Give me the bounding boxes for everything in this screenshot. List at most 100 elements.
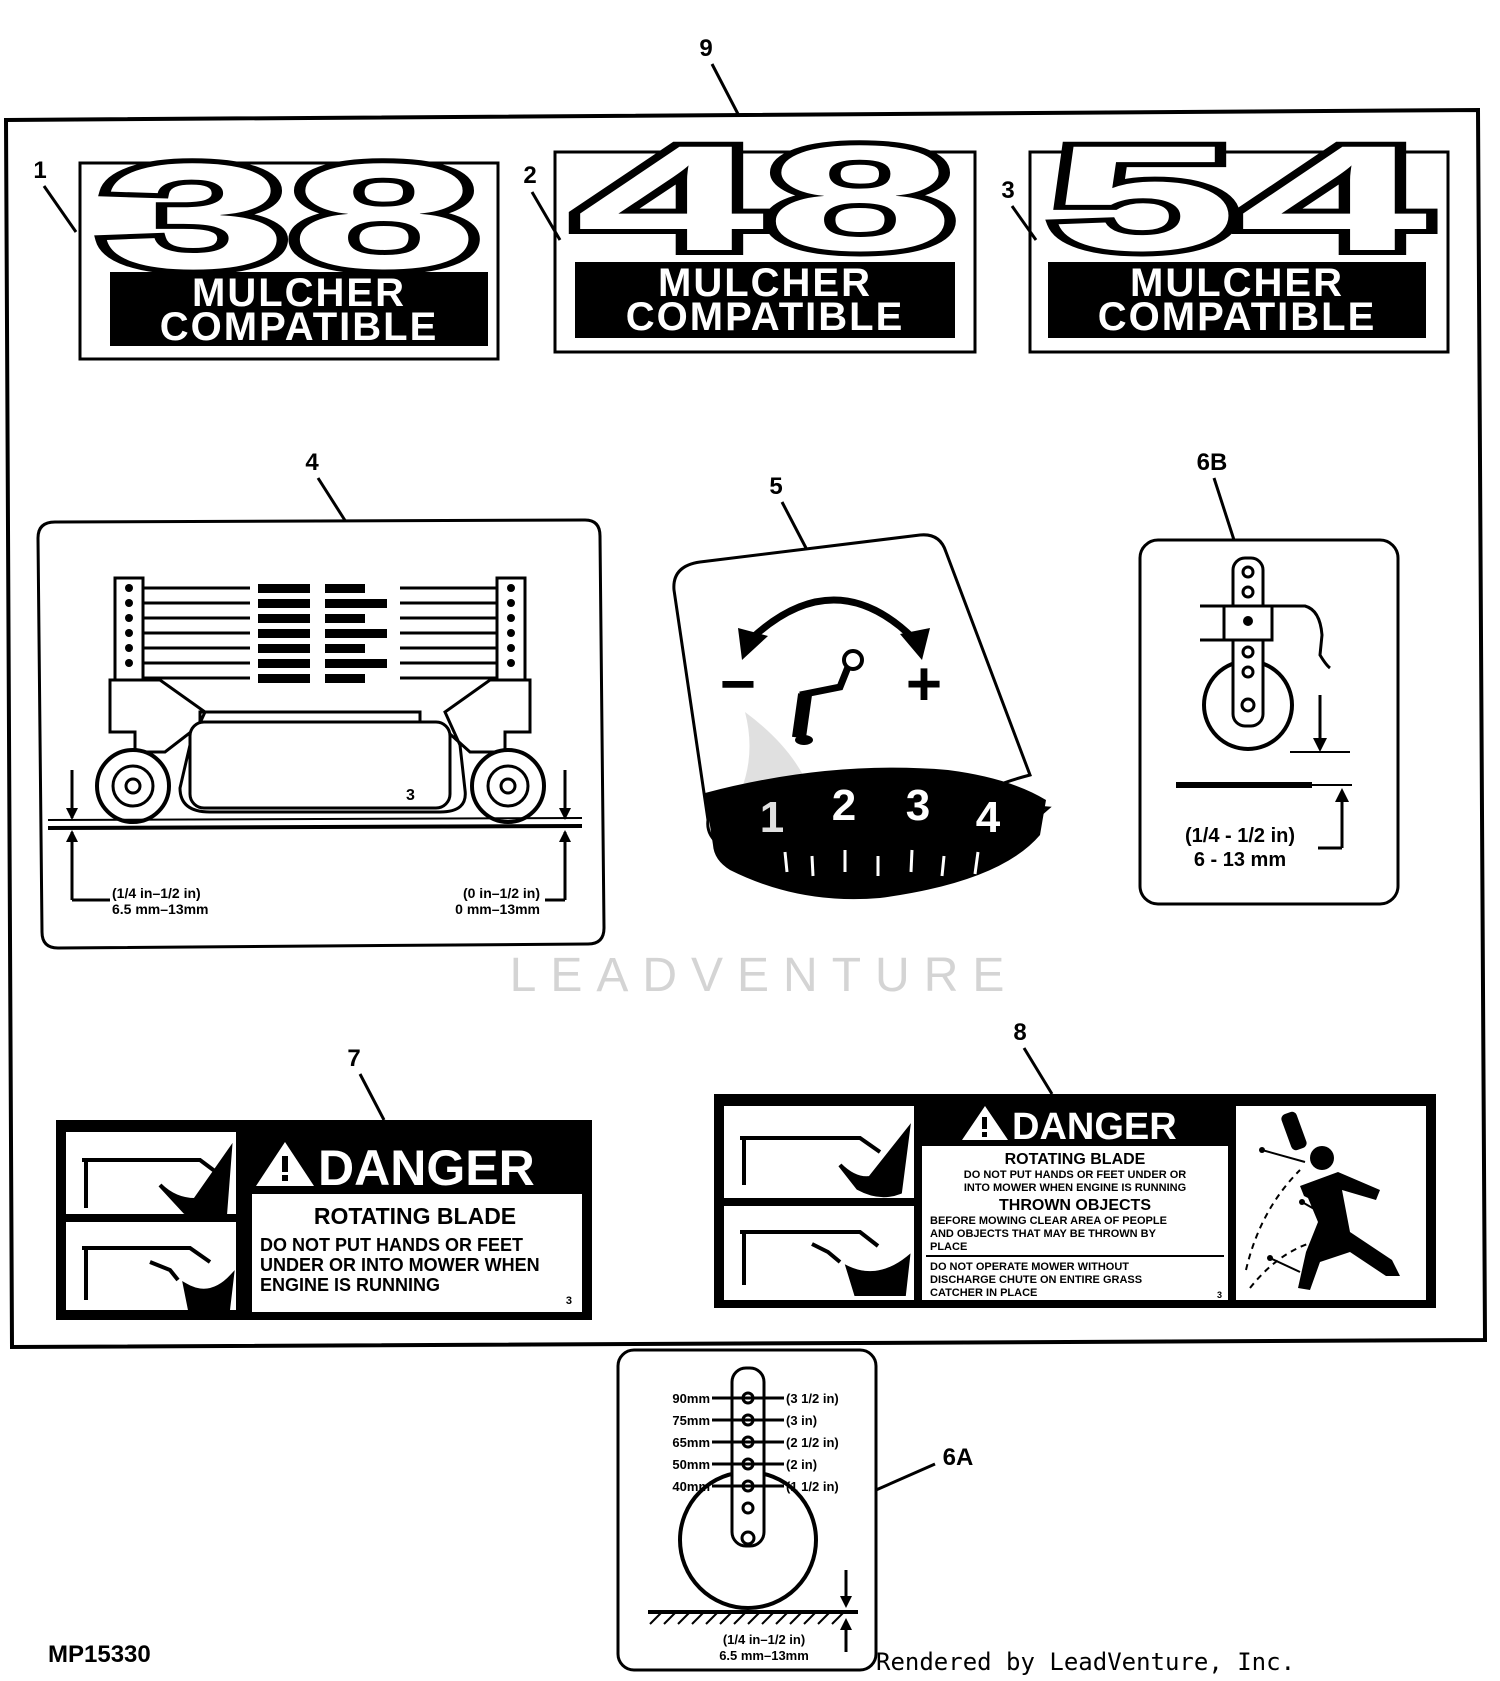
- figure-code: MP15330: [48, 1641, 151, 1668]
- callout-3: 3: [1001, 177, 1014, 204]
- decal-6a-range: (1/4 in–1/2 in): [723, 1632, 805, 1647]
- height-left-range-mm: 6.5 mm–13mm: [112, 901, 209, 917]
- hand-hazard-icon: [82, 1142, 235, 1312]
- decal-54-line1: MULCHER: [1130, 261, 1344, 305]
- decal-6a-in-1: (3 1/2 in): [786, 1391, 839, 1406]
- height-right-range: (0 in–1/2 in): [463, 885, 540, 901]
- callout-9: 9: [699, 35, 712, 62]
- danger7-line-1: DO NOT PUT HANDS OR FEET: [260, 1235, 523, 1255]
- decal-6a-mm-1: 90mm: [672, 1391, 710, 1406]
- callout-6a: 6A: [943, 1444, 974, 1471]
- leader-7: [358, 1073, 386, 1121]
- leader-5: [780, 501, 808, 549]
- dial-position-1: 1: [760, 793, 784, 842]
- height-left-range: (1/4 in–1/2 in): [112, 885, 201, 901]
- leader-6b: [1212, 477, 1236, 541]
- right-wheel: [470, 748, 546, 824]
- mower-deck: [108, 678, 532, 814]
- adjust-arrow: [747, 596, 918, 643]
- height-scale-marks: [258, 584, 387, 683]
- dial-position-3: 3: [906, 781, 930, 830]
- decal-6a-mm-4: 50mm: [672, 1457, 710, 1472]
- dial-plus: +: [906, 650, 942, 719]
- danger7-code: 3: [566, 1295, 572, 1307]
- dial-scale-band: [705, 767, 1046, 900]
- leader-6a: [875, 1462, 936, 1492]
- callout-5: 5: [769, 473, 782, 500]
- danger8-text3-2: DISCHARGE CHUTE ON ENTIRE GRASS: [930, 1274, 1142, 1286]
- dial-ticks: [783, 849, 980, 877]
- decal-6b-range-mm: 6 - 13 mm: [1194, 849, 1286, 871]
- hand-hazard-icon-8: [740, 1123, 911, 1296]
- ground-line: [47, 824, 583, 830]
- decal-6a-in-3: (2 1/2 in): [786, 1435, 839, 1450]
- danger8-text3-1: DO NOT OPERATE MOWER WITHOUT: [930, 1261, 1129, 1273]
- dial-decal: − + 1 2 3 4: [672, 533, 1052, 900]
- callout-4: 4: [305, 449, 319, 476]
- decal-6a: 90mm 75mm 65mm 50mm 40mm (3 1/2 in) (3 i…: [616, 1348, 878, 1672]
- kit-frame: [3, 107, 1488, 1350]
- decal-54-line2: COMPATIBLE: [1098, 295, 1377, 339]
- danger8-text1-2: INTO MOWER WHEN ENGINE IS RUNNING: [964, 1182, 1186, 1194]
- decal-6a-mm-3: 65mm: [672, 1435, 710, 1450]
- leader-4: [316, 477, 348, 523]
- height-decal-code: 3: [406, 787, 415, 804]
- danger-decal-8: DANGER ROTATING BLADE DO NOT PUT HANDS O…: [714, 1094, 1436, 1308]
- decal-48-number: 48: [575, 114, 955, 282]
- decal-6a-mm-5: 40mm: [672, 1479, 710, 1494]
- danger8-text2-1: BEFORE MOWING CLEAR AREA OF PEOPLE: [930, 1215, 1167, 1227]
- decal-38-line1: MULCHER: [192, 271, 406, 315]
- height-hole-dots: [125, 584, 515, 667]
- decal-6b-range: (1/4 - 1/2 in): [1185, 825, 1295, 847]
- danger7-subhead: ROTATING BLADE: [314, 1203, 516, 1229]
- danger8-code: 3: [1217, 1290, 1222, 1300]
- danger7-line-2: UNDER OR INTO MOWER WHEN: [260, 1255, 540, 1275]
- leader-8: [1022, 1047, 1054, 1095]
- dial-position-4: 4: [976, 793, 1001, 842]
- danger8-text3-3: CATCHER IN PLACE: [930, 1287, 1037, 1299]
- leader-2: [530, 191, 562, 241]
- watermark-logo: [725, 712, 818, 840]
- decal-6a-in-5: (1 1/2 in): [786, 1479, 839, 1494]
- footer-credit: Rendered by LeadVenture, Inc.: [876, 1648, 1295, 1676]
- decal-6b: (1/4 - 1/2 in) 6 - 13 mm: [1138, 538, 1400, 906]
- leader-1: [42, 185, 78, 233]
- thrown-objects-icon: [1245, 1111, 1400, 1290]
- decal-54: 54 MULCHER COMPATIBLE: [1028, 109, 1450, 354]
- decal-48-line1: MULCHER: [658, 261, 872, 305]
- decal-48: 48 MULCHER COMPATIBLE: [553, 109, 977, 354]
- dial-minus: −: [720, 650, 756, 719]
- decal-38: 38 MULCHER COMPATIBLE: [78, 127, 500, 361]
- callout-6b: 6B: [1197, 449, 1228, 476]
- callout-2: 2: [523, 162, 536, 189]
- decal-6a-in-4: (2 in): [786, 1457, 817, 1472]
- decal-38-line2: COMPATIBLE: [160, 305, 439, 349]
- ground-hatch: [649, 1611, 845, 1625]
- height-right-range-mm: 0 mm–13mm: [455, 901, 540, 917]
- dial-position-2: 2: [832, 781, 856, 830]
- danger8-heading: DANGER: [1012, 1106, 1177, 1148]
- callout-1: 1: [33, 157, 46, 184]
- danger7-line-3: ENGINE IS RUNNING: [260, 1275, 440, 1295]
- height-lines: [143, 586, 497, 680]
- danger8-text2-2: AND OBJECTS THAT MAY BE THROWN BY: [930, 1228, 1157, 1240]
- decal-6a-mm-2: 75mm: [672, 1413, 710, 1428]
- danger8-subhead2: THROWN OBJECTS: [999, 1197, 1151, 1214]
- leader-3: [1010, 205, 1038, 241]
- leader-9: [710, 63, 740, 115]
- danger-decal-7: DANGER ROTATING BLADE DO NOT PUT HANDS O…: [56, 1120, 592, 1320]
- danger7-heading: DANGER: [318, 1140, 535, 1196]
- left-wheel: [95, 748, 171, 824]
- decal-48-line2: COMPATIBLE: [626, 295, 905, 339]
- danger8-text1-1: DO NOT PUT HANDS OR FEET UNDER OR: [964, 1169, 1187, 1181]
- danger8-subhead1: ROTATING BLADE: [1005, 1151, 1146, 1168]
- decal-54-number: 54: [1048, 114, 1428, 282]
- decal-6a-range-mm: 6.5 mm–13mm: [719, 1648, 809, 1663]
- height-decal: 3 (1/4 in–1/2 in) 6.5 mm–13mm (0 in–1/2 …: [36, 518, 606, 950]
- danger8-text2-3: PLACE: [930, 1241, 967, 1253]
- watermark: LEADVENTURE: [510, 949, 1019, 1002]
- decal-6a-in-2: (3 in): [786, 1413, 817, 1428]
- callout-7: 7: [347, 1045, 360, 1072]
- crank-handle-icon: [799, 660, 854, 699]
